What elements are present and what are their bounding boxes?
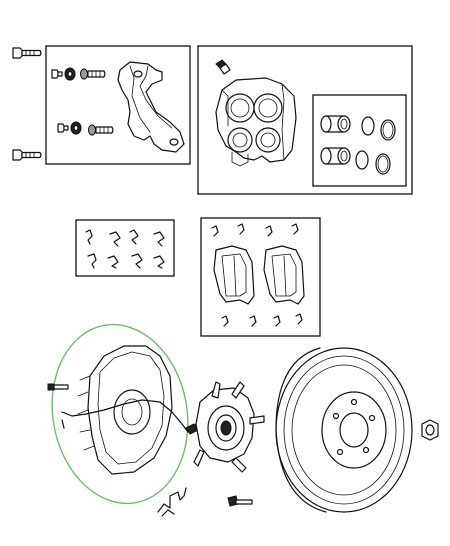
bracket-box — [45, 45, 191, 165]
piston-seal-kit[interactable] — [320, 115, 396, 175]
hub-rotor-group[interactable] — [38, 314, 439, 517]
splash-shield[interactable] — [77, 345, 173, 475]
guide-pin-hardware-lower[interactable] — [57, 121, 114, 136]
caliper-box — [197, 45, 413, 195]
pads-box — [200, 217, 321, 337]
brake-pad-left[interactable] — [213, 245, 255, 305]
seal-kit-box — [312, 94, 407, 187]
wheel-speed-sensor-wire[interactable] — [61, 399, 199, 435]
brake-pad-right[interactable] — [263, 245, 305, 305]
bracket-bolt-upper[interactable] — [12, 47, 42, 59]
anti-rattle-clips-group[interactable] — [75, 219, 175, 277]
caliper-group[interactable] — [197, 45, 413, 195]
small-bolt-left[interactable] — [47, 383, 69, 391]
sensor-clip[interactable] — [157, 487, 187, 517]
bolt-bottom[interactable] — [227, 495, 253, 507]
splash-shield-highlight — [51, 323, 189, 505]
hub-bearing[interactable] — [193, 381, 265, 473]
brake-rotor[interactable] — [275, 347, 413, 513]
caliper-mounting-bracket-group[interactable] — [12, 45, 191, 165]
guide-pin-hardware-upper[interactable] — [51, 67, 106, 81]
pad-clips-top[interactable] — [211, 223, 299, 237]
clip-row-1[interactable] — [85, 229, 165, 247]
clips-box — [75, 219, 175, 277]
bleeder-screw[interactable] — [215, 59, 231, 75]
mounting-bracket[interactable] — [117, 61, 185, 153]
clip-row-2[interactable] — [87, 253, 165, 269]
caliper-body[interactable] — [215, 77, 297, 167]
pad-clips-bottom[interactable] — [221, 313, 303, 327]
bracket-bolt-lower[interactable] — [12, 149, 42, 161]
wheel-nut[interactable] — [421, 419, 439, 441]
brake-pads-group[interactable] — [200, 217, 321, 337]
